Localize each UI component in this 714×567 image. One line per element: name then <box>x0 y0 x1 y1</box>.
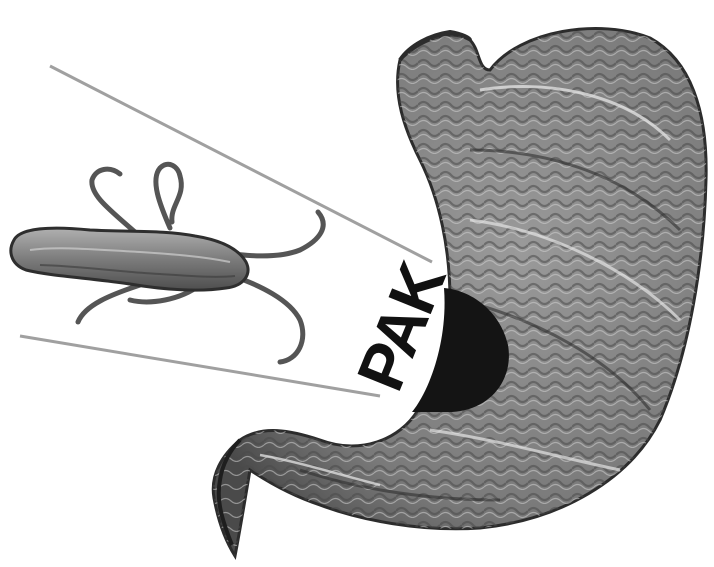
flagellum <box>92 169 135 232</box>
flagellum <box>156 164 181 228</box>
flagellum <box>230 275 303 362</box>
lower-pointer-line <box>20 336 380 396</box>
flagellum <box>78 285 140 322</box>
bacterium-illustration <box>11 164 323 362</box>
